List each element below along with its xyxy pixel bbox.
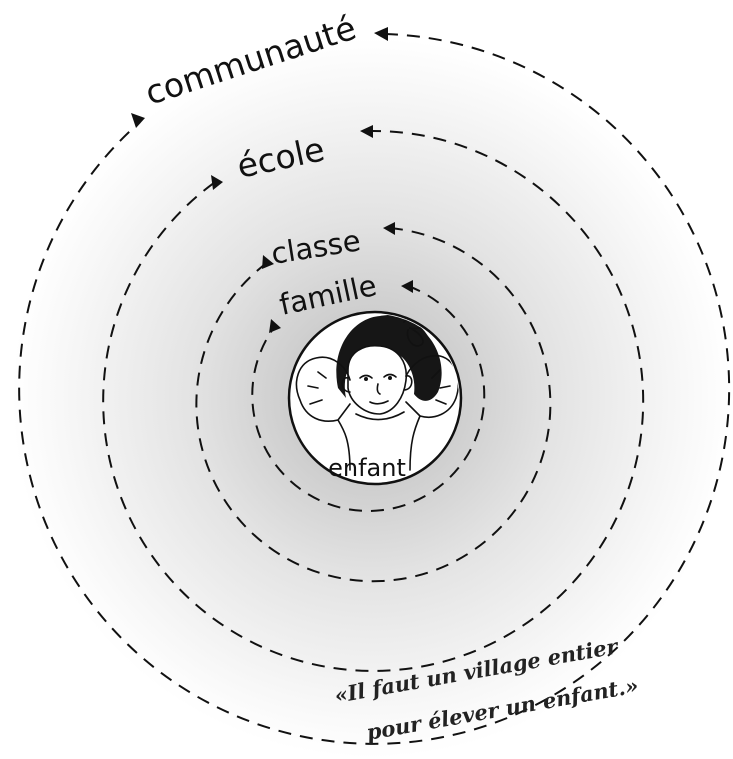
ring-classe: [195, 227, 552, 583]
arrow-communaute-start: [131, 113, 145, 128]
arrow-classe-start: [262, 255, 274, 269]
child-hair: [336, 314, 442, 401]
ring-famille: [251, 285, 486, 512]
child-illustration: enfant: [287, 310, 463, 486]
ring-communaute: [18, 33, 731, 745]
arrow-communaute-end: [374, 27, 388, 41]
child-body: [337, 411, 421, 471]
child-arms: [295, 354, 459, 422]
arrow-famille-end: [401, 280, 413, 293]
label-enfant: enfant: [328, 454, 406, 482]
arrow-ecole-end: [360, 125, 373, 138]
arrow-famille-start: [269, 319, 281, 333]
ring-ecole: [102, 129, 645, 672]
child-face: [347, 344, 407, 415]
arrow-ecole-start: [211, 175, 223, 190]
arrow-classe-end: [383, 222, 395, 235]
